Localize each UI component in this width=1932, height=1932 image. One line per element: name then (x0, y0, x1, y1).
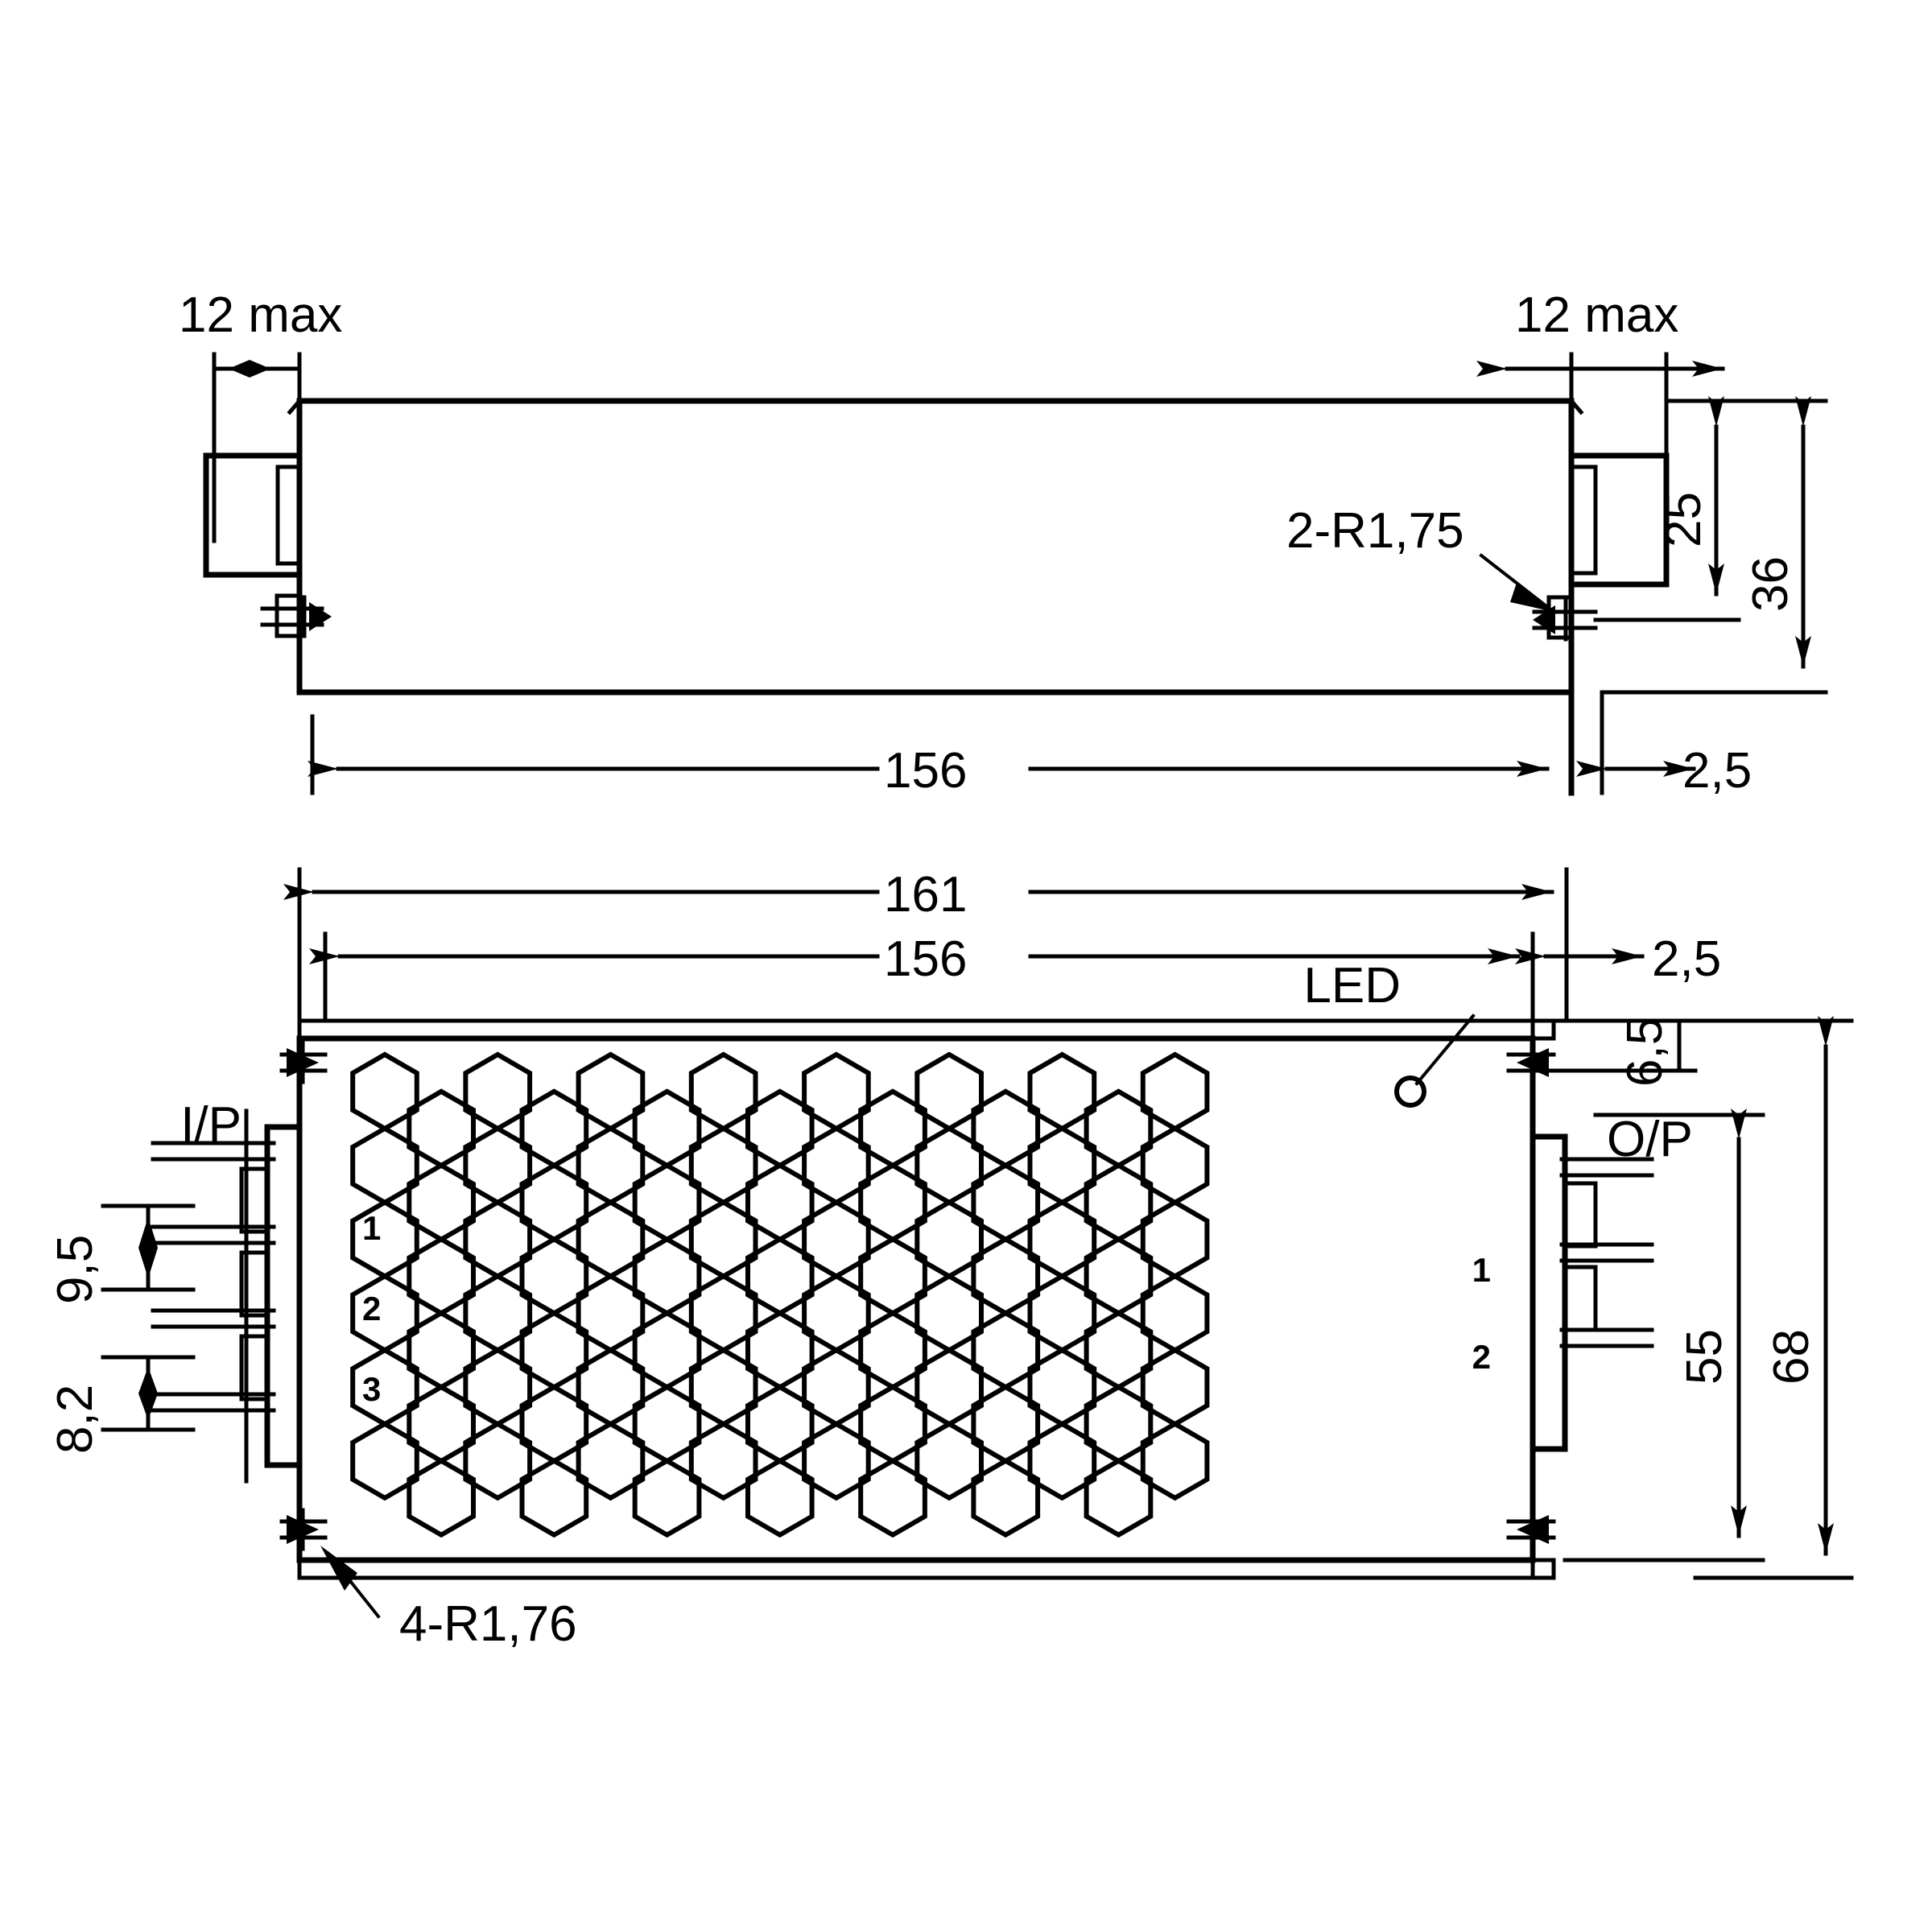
label-6p5: 6,5 (1617, 1018, 1673, 1087)
dim-12max-left: 12 max (179, 287, 342, 543)
dim-156-side: 156 (308, 714, 1550, 799)
label-2r175: 2-R1,75 (1286, 503, 1464, 559)
vent-hexagon (858, 1458, 927, 1538)
vent-hexagon (1140, 1273, 1210, 1353)
label-12max-right: 12 max (1515, 287, 1678, 343)
led-indicator: LED (1303, 958, 1476, 1108)
label-36: 36 (1743, 556, 1798, 612)
label-8p2: 8,2 (47, 1385, 103, 1454)
label-2p5-side: 2,5 (1682, 743, 1752, 799)
label-25: 25 (1656, 492, 1711, 547)
vent-hexagon (1140, 1347, 1210, 1427)
label-12max-left: 12 max (179, 287, 342, 343)
label-2p5-bottom: 2,5 (1652, 931, 1721, 987)
bottom-corner-mounts (279, 1041, 1556, 1551)
vent-hexagon (519, 1458, 589, 1538)
leader-4r176: 4-R1,76 (320, 1546, 577, 1652)
label-68: 68 (1764, 1329, 1819, 1385)
dim-8p2: 8,2 (47, 1355, 196, 1454)
dim-6p5: 6,5 (1551, 1018, 1698, 1087)
label-pin-in-3: 3 (362, 1370, 381, 1408)
dim-25mm-side: 2,5 (1576, 743, 1752, 799)
vent-hexagon (463, 1421, 533, 1501)
label-pin-out-2: 2 (1472, 1338, 1491, 1376)
label-pin-out-1: 1 (1472, 1251, 1491, 1289)
honeycomb-vent-pattern (350, 1051, 1210, 1538)
side-elevation-view: 12 max 12 max 2-R1,75 25 36 (179, 287, 1828, 799)
dim-36: 36 (1600, 396, 1828, 695)
label-156-side: 156 (884, 743, 967, 799)
vent-hexagon (1027, 1421, 1097, 1501)
vent-hexagon (1140, 1125, 1210, 1206)
vent-hexagon (914, 1421, 984, 1501)
label-9p5: 9,5 (47, 1235, 103, 1304)
vent-hexagon (802, 1421, 871, 1501)
dim-12max-right: 12 max (1476, 287, 1725, 458)
label-161: 161 (884, 867, 967, 923)
label-55: 55 (1677, 1329, 1732, 1385)
side-bracket-right (1532, 452, 1670, 642)
dim-9p5: 9,5 (47, 1203, 196, 1304)
label-4r176: 4-R1,76 (399, 1596, 577, 1652)
dim-2p5-bottom: 2,5 (1515, 931, 1721, 987)
vent-hexagon (971, 1458, 1041, 1538)
leader-2r175: 2-R1,75 (1286, 503, 1556, 614)
side-bracket-left (203, 452, 332, 638)
dim-156-bottom: 156 (309, 931, 1535, 1023)
vent-hexagon (632, 1458, 702, 1538)
output-terminal-block: O/P (1530, 1112, 1693, 1452)
vent-hexagon (407, 1458, 476, 1538)
vent-hexagon (1140, 1051, 1210, 1132)
dim-68: 68 (1693, 1016, 1854, 1580)
dim-161: 161 (283, 867, 1569, 1023)
label-led: LED (1303, 958, 1401, 1013)
label-156-bottom: 156 (884, 931, 967, 987)
vent-hexagon (688, 1421, 758, 1501)
input-terminal-block: I/P (151, 1097, 303, 1484)
vent-hexagon (1084, 1458, 1154, 1538)
vent-hexagon (745, 1458, 815, 1538)
vent-hexagon (1140, 1421, 1210, 1501)
vent-hexagon (350, 1421, 419, 1501)
dim-55: 55 (1563, 1108, 1765, 1563)
vent-hexagon (1140, 1199, 1210, 1279)
label-op: O/P (1607, 1112, 1693, 1167)
bottom-plan-view: LED I/P 1 2 3 (47, 867, 1854, 1652)
label-pin-in-1: 1 (362, 1209, 381, 1247)
vent-hexagon (576, 1421, 646, 1501)
label-pin-in-2: 2 (362, 1290, 381, 1327)
label-ip: I/P (180, 1097, 242, 1153)
